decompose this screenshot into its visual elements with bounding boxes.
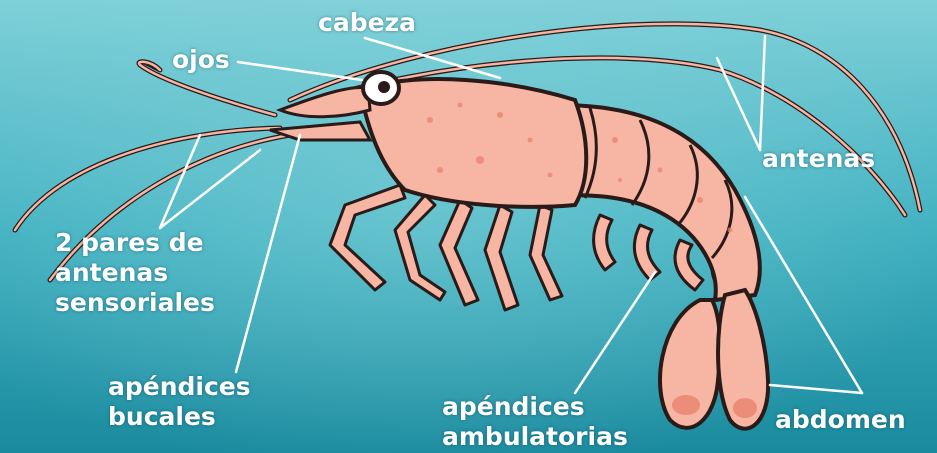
- label-pares-line1: 2 pares de: [55, 228, 215, 258]
- label-ambulatorias-line2: ambulatorias: [442, 422, 628, 452]
- label-ojos: ojos: [172, 45, 230, 75]
- label-antenas: antenas: [762, 144, 875, 174]
- label-bucales-line2: bucales: [108, 402, 251, 432]
- eye: [363, 72, 399, 104]
- label-pares-line3: sensoriales: [55, 288, 215, 318]
- label-apendices-ambulatorias: apéndices ambulatorias: [442, 392, 628, 452]
- label-ambulatorias-line1: apéndices: [442, 392, 628, 422]
- label-antenas-sensoriales: 2 pares de antenas sensoriales: [55, 228, 215, 318]
- label-abdomen: abdomen: [775, 405, 906, 435]
- label-apendices-bucales: apéndices bucales: [108, 372, 251, 432]
- label-pares-line2: antenas: [55, 258, 215, 288]
- label-cabeza: cabeza: [318, 8, 416, 38]
- label-bucales-line1: apéndices: [108, 372, 251, 402]
